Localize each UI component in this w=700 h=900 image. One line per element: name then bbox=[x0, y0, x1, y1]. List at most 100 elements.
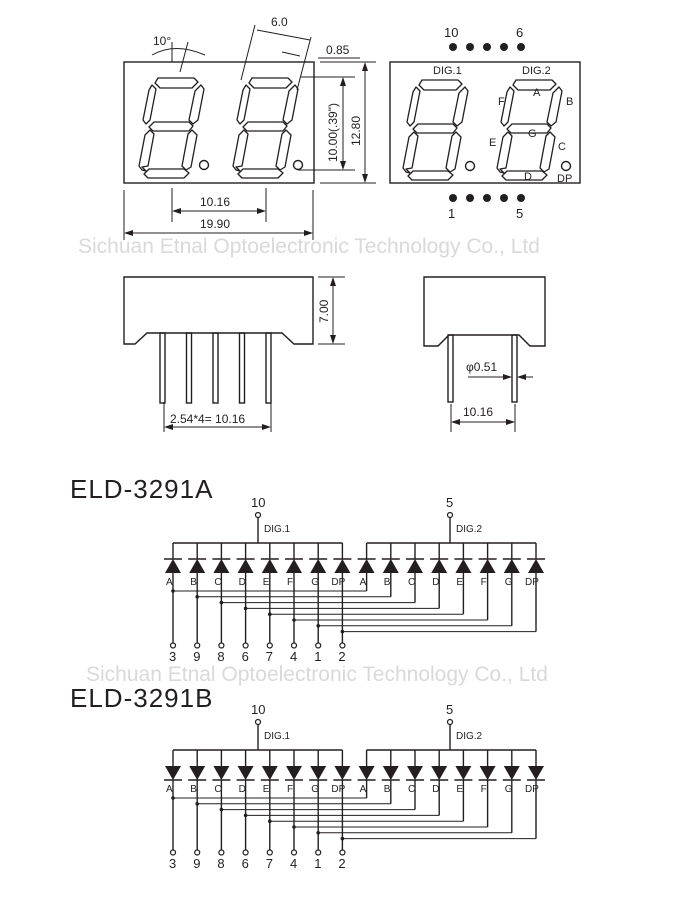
common-pin-number: 10 bbox=[251, 702, 265, 717]
body-width-label: 19.90 bbox=[200, 217, 230, 231]
arrow bbox=[451, 419, 460, 425]
seg-e-label: E bbox=[489, 137, 496, 149]
diode-triangle bbox=[261, 766, 278, 780]
digit-label: DIG.2 bbox=[456, 524, 483, 535]
schematic-a-title: ELD-3291A bbox=[70, 474, 213, 504]
segment-pin-terminal bbox=[290, 642, 298, 649]
diode-triangle bbox=[334, 766, 351, 780]
segment-pin-number: 2 bbox=[338, 856, 345, 871]
segment-pin-number: 6 bbox=[242, 856, 249, 871]
angle-label: 10° bbox=[153, 34, 171, 48]
front-digit-2 bbox=[232, 77, 299, 179]
side-body-outline bbox=[123, 276, 314, 345]
arrow bbox=[164, 424, 173, 430]
diode-triangle bbox=[528, 559, 544, 573]
diode-triangle bbox=[407, 559, 423, 573]
front-dp-1 bbox=[198, 159, 210, 171]
diode-triangle bbox=[334, 559, 351, 573]
arrow bbox=[362, 174, 368, 183]
pin-dot bbox=[449, 43, 457, 51]
dp-offset-label: 0.85 bbox=[326, 43, 350, 57]
arrow bbox=[124, 230, 133, 236]
side-pin bbox=[212, 332, 219, 404]
front-view: 10° 6.0 0.85 10.00(.39") 12.80 10.16 bbox=[123, 15, 376, 240]
pin-dot bbox=[500, 194, 508, 202]
pin-5-label: 5 bbox=[516, 206, 523, 221]
seg-dp-label: DP bbox=[557, 173, 572, 185]
pin-dot bbox=[517, 43, 525, 51]
segment-pin-number: 1 bbox=[314, 649, 321, 664]
end-pin-left bbox=[447, 334, 454, 403]
seg-a-label: A bbox=[533, 87, 541, 99]
diode-triangle bbox=[237, 766, 254, 780]
diode-triangle bbox=[528, 766, 544, 780]
segment-pin-terminal bbox=[218, 849, 225, 856]
side-pin bbox=[238, 332, 246, 404]
pin-dot bbox=[483, 194, 491, 202]
diode-triangle bbox=[261, 559, 278, 573]
segment-label: DP bbox=[331, 784, 345, 795]
segment-label: B bbox=[190, 784, 197, 795]
segment-pin-number: 3 bbox=[169, 649, 176, 664]
digit-label: DIG.1 bbox=[264, 731, 291, 742]
segment-label: C bbox=[214, 784, 221, 795]
pin-dot bbox=[483, 43, 491, 51]
segment-label: DP bbox=[525, 784, 539, 795]
pinout-view: DIG.1 DIG.2 A B C D E F G DP 10 6 1 5 bbox=[389, 25, 581, 221]
segment-label: A bbox=[166, 784, 173, 795]
front-body-outline bbox=[123, 61, 315, 184]
pin-diameter-label: φ0.51 bbox=[466, 360, 497, 374]
side-pin bbox=[265, 332, 272, 404]
angle-arc bbox=[151, 48, 206, 56]
segment-label: E bbox=[263, 784, 270, 795]
diode-triangle bbox=[431, 766, 448, 780]
dig1-label: DIG.1 bbox=[433, 65, 462, 77]
end-pin-right bbox=[511, 334, 518, 403]
segment-pin-number: 3 bbox=[169, 856, 176, 871]
angle-line-slant bbox=[179, 41, 189, 73]
segment-pin-terminal bbox=[169, 849, 177, 856]
diode-triangle bbox=[286, 766, 302, 780]
seg-c-label: C bbox=[558, 141, 566, 153]
diode-triangle bbox=[503, 766, 520, 780]
seg-f-label: F bbox=[498, 96, 505, 108]
diode-triangle bbox=[310, 559, 327, 573]
pin-6-label: 6 bbox=[516, 25, 523, 40]
common-pin-terminal bbox=[446, 718, 454, 726]
digit-height-label: 10.00(.39") bbox=[326, 103, 340, 162]
ext-line bbox=[240, 24, 256, 81]
diode-triangle bbox=[189, 766, 206, 780]
watermark-bottom: Sichuan Etnal Optoelectronic Technology … bbox=[86, 663, 548, 686]
digit-width-label: 6.0 bbox=[271, 15, 288, 29]
segment-label: C bbox=[408, 784, 415, 795]
digit-label: DIG.2 bbox=[456, 731, 483, 742]
pin-dot bbox=[466, 194, 474, 202]
dig2-label: DIG.2 bbox=[522, 65, 551, 77]
segment-pin-terminal bbox=[266, 849, 273, 856]
segment-label: F bbox=[287, 577, 293, 588]
segment-label: D bbox=[239, 784, 246, 795]
pin-dot bbox=[500, 43, 508, 51]
segment-pin-number: 8 bbox=[217, 649, 224, 664]
segment-pin-number: 4 bbox=[290, 649, 297, 664]
segment-pin-terminal bbox=[169, 642, 177, 649]
dim-line-6 bbox=[256, 29, 311, 41]
segment-label: A bbox=[166, 577, 173, 588]
pin-spacing-label: 2.54*4= 10.16 bbox=[170, 412, 245, 426]
arrow bbox=[330, 335, 336, 344]
segment-pin-terminal bbox=[315, 849, 322, 856]
common-pin-terminal bbox=[254, 511, 262, 519]
common-pin-terminal bbox=[446, 511, 454, 519]
segment-pin-terminal bbox=[218, 642, 225, 649]
pinout-dp-1 bbox=[464, 160, 476, 172]
segment-label: F bbox=[481, 784, 487, 795]
pin-dot bbox=[449, 194, 457, 202]
segment-pin-number: 1 bbox=[314, 856, 321, 871]
diode-triangle bbox=[358, 766, 375, 780]
segment-pin-number: 9 bbox=[193, 856, 200, 871]
side-pin bbox=[159, 332, 166, 404]
end-view: φ0.51 10.16 bbox=[423, 276, 546, 432]
segment-label: DP bbox=[331, 577, 345, 588]
